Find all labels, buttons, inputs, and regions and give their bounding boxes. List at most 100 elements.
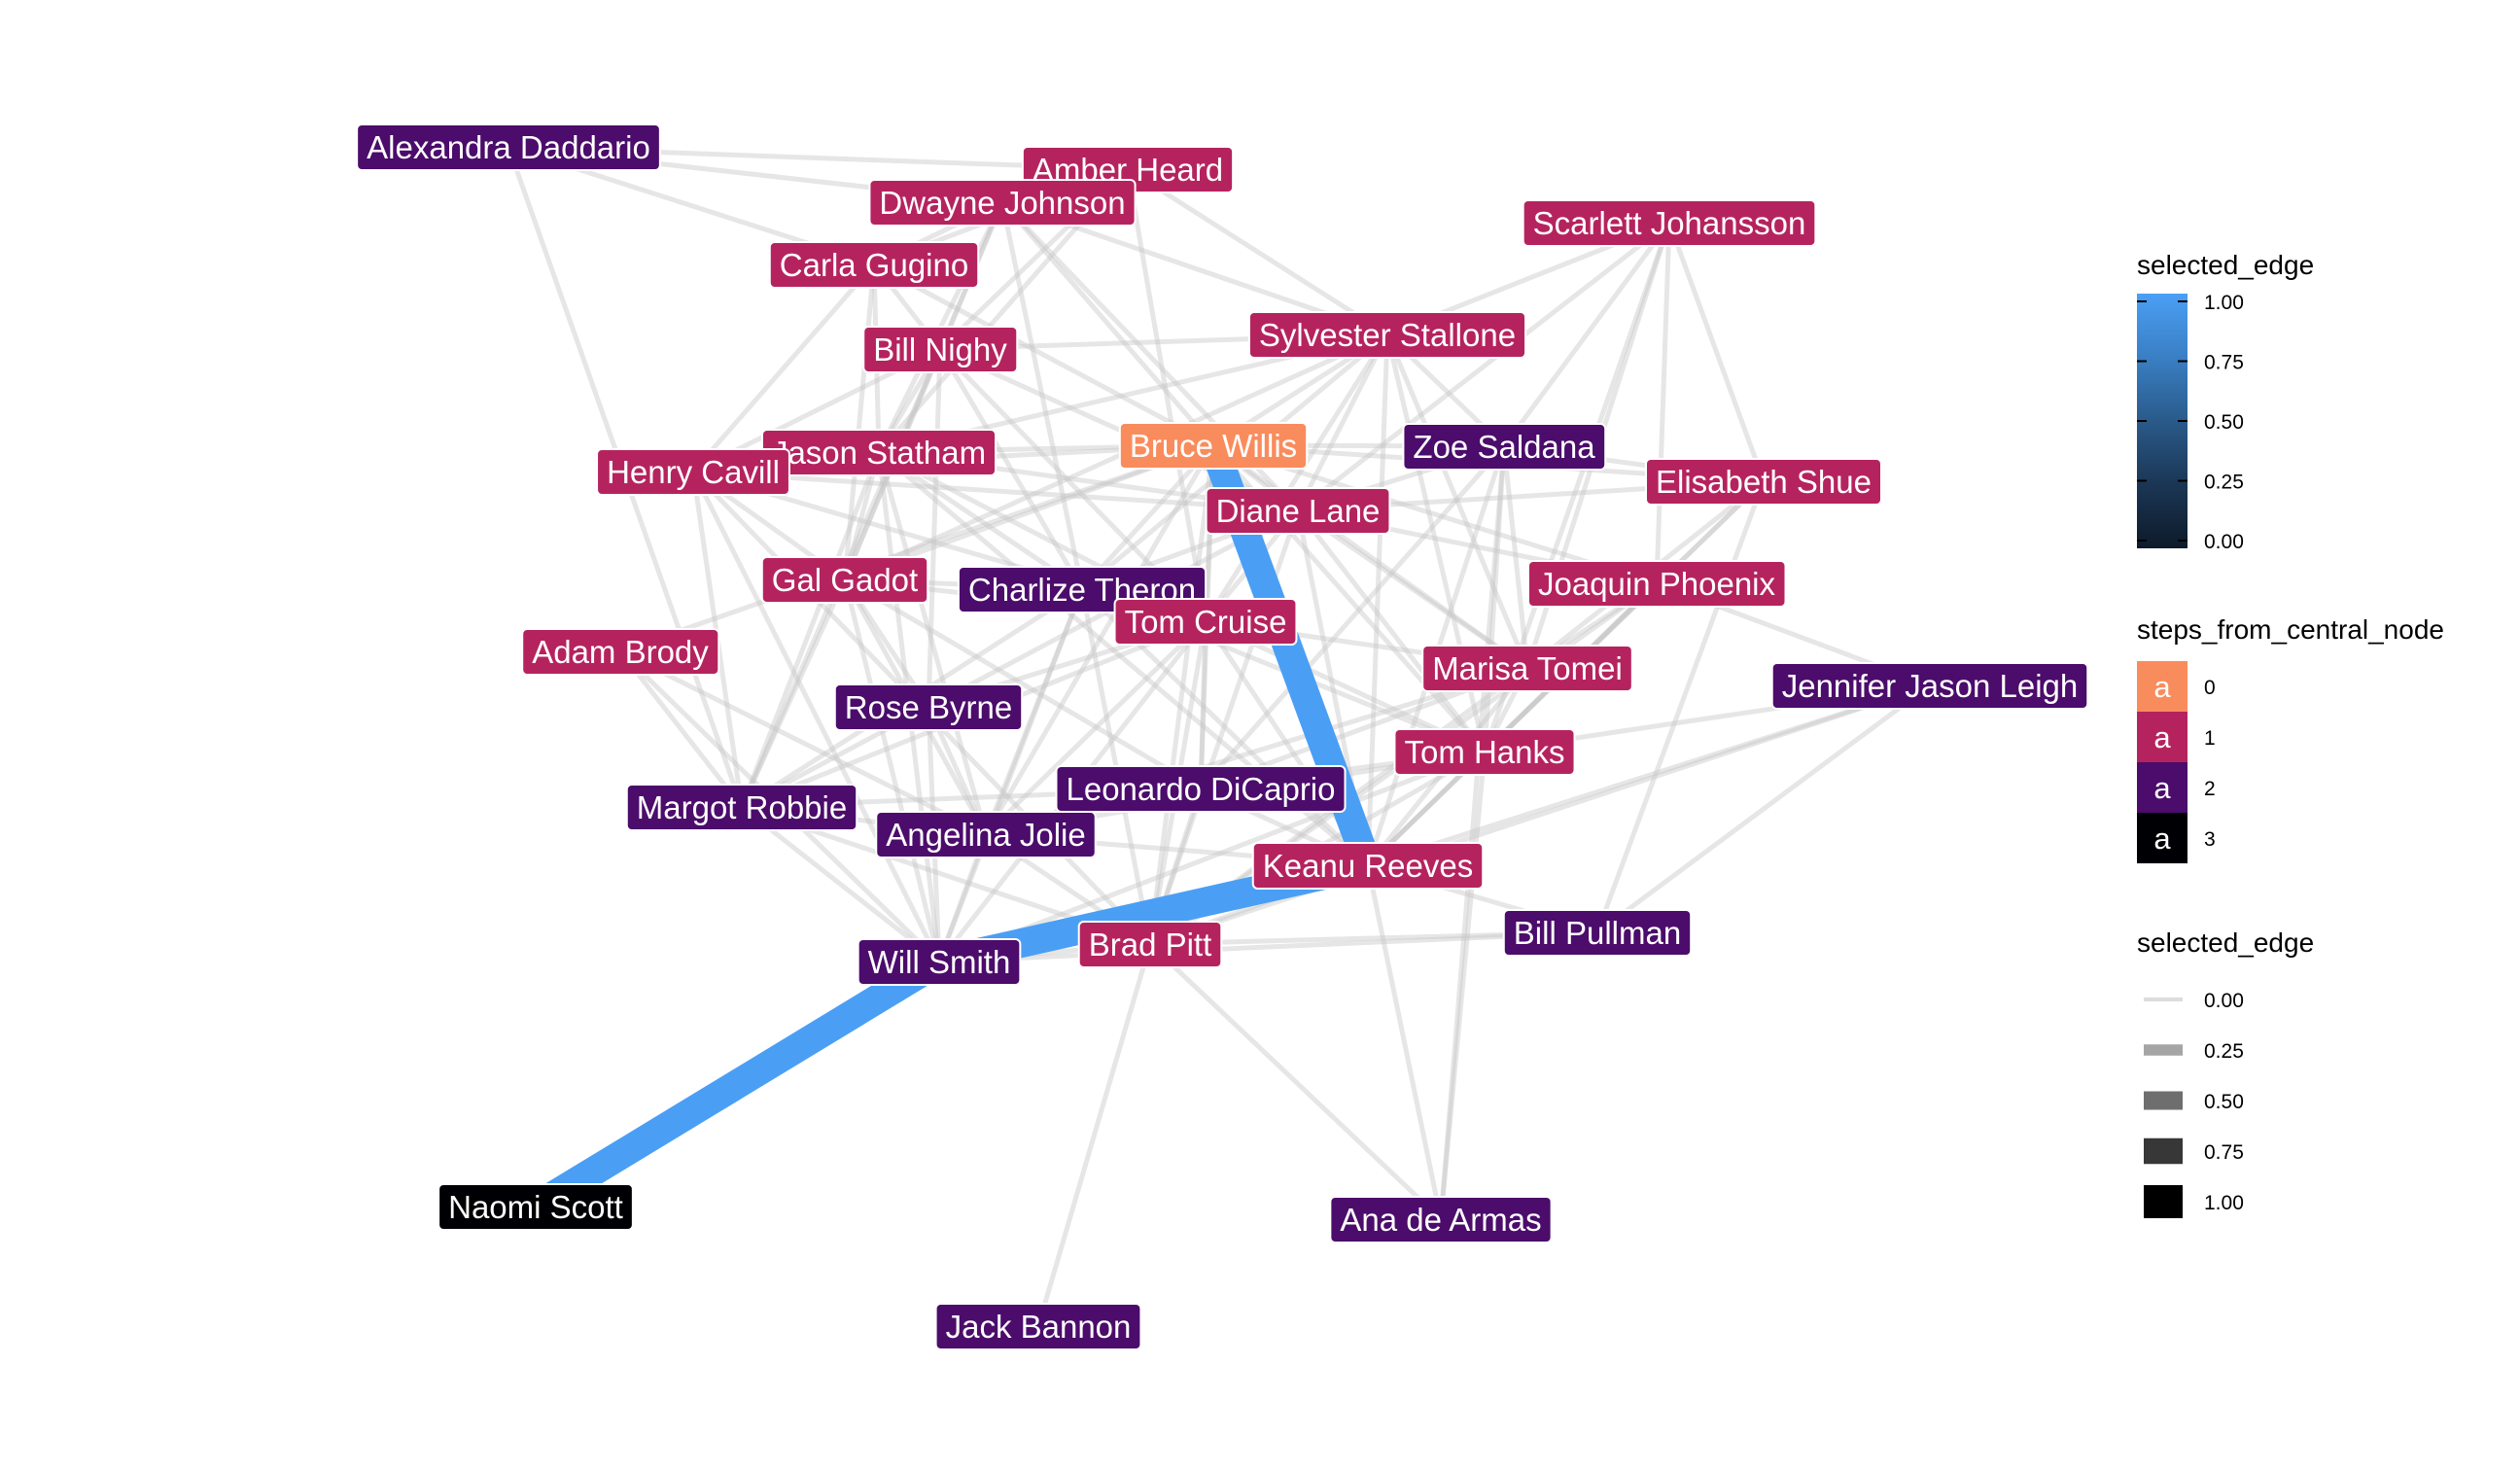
node-naomi-scott[interactable]: Naomi Scott xyxy=(438,1183,634,1231)
node-label: Alexandra Daddario xyxy=(367,129,650,165)
node-jennifer-jason-leigh[interactable]: Jennifer Jason Leigh xyxy=(1770,662,2089,710)
node-label-box xyxy=(1205,487,1391,535)
steps-key-label: 3 xyxy=(2204,828,2216,851)
node-label-box xyxy=(1118,422,1309,470)
edge-jennifer-jason-leigh-brad-pitt xyxy=(1149,682,1931,947)
node-marisa-tomei[interactable]: Marisa Tomei xyxy=(1421,645,1633,692)
node-label-box xyxy=(1421,645,1633,692)
edge-sylvester-stallone-marisa-tomei xyxy=(1384,333,1530,669)
node-leonardo-dicaprio[interactable]: Leonardo DiCaprio xyxy=(1055,765,1347,813)
edge-adam-brody-angelina-jolie xyxy=(618,648,988,837)
node-label: Keanu Reeves xyxy=(1263,848,1473,884)
node-keanu-reeves[interactable]: Keanu Reeves xyxy=(1251,842,1485,890)
node-label: Scarlett Johansson xyxy=(1533,205,1806,241)
node-adam-brody[interactable]: Adam Brody xyxy=(521,628,720,676)
node-rose-byrne[interactable]: Rose Byrne xyxy=(833,683,1024,731)
width-key-label: 0.75 xyxy=(2204,1141,2244,1164)
node-bill-pullman[interactable]: Bill Pullman xyxy=(1502,909,1693,957)
node-label: Rose Byrne xyxy=(845,689,1012,725)
node-margot-robbie[interactable]: Margot Robbie xyxy=(625,784,858,831)
edge-will-smith-naomi-scott xyxy=(528,949,947,1219)
node-label-box xyxy=(596,448,790,496)
node-label-box xyxy=(768,241,980,289)
edge-bill-nighy-rose-byrne xyxy=(926,348,943,708)
node-brad-pitt[interactable]: Brad Pitt xyxy=(1077,921,1223,968)
node-henry-cavill[interactable]: Henry Cavill xyxy=(596,448,790,496)
width-key-swatch xyxy=(2144,1138,2183,1165)
color-legend-ticks: 1.000.750.500.250.00 xyxy=(2137,292,2244,553)
color-tick-label: 0.00 xyxy=(2204,531,2244,553)
node-label: Leonardo DiCaprio xyxy=(1066,771,1335,807)
node-joaquin-phoenix[interactable]: Joaquin Phoenix xyxy=(1526,560,1787,608)
node-will-smith[interactable]: Will Smith xyxy=(857,938,1022,986)
edge-sylvester-stallone-tom-cruise xyxy=(1203,332,1390,623)
node-tom-hanks[interactable]: Tom Hanks xyxy=(1393,728,1576,776)
node-label: Zoe Saldana xyxy=(1413,429,1595,465)
edge-carla-gugino-henry-cavill xyxy=(691,262,876,473)
edge-zoe-saldana-leonardo-dicaprio xyxy=(1199,444,1506,790)
node-carla-gugino[interactable]: Carla Gugino xyxy=(768,241,980,289)
node-angelina-jolie[interactable]: Angelina Jolie xyxy=(875,811,1097,858)
node-elisabeth-shue[interactable]: Elisabeth Shue xyxy=(1645,458,1882,506)
node-jack-bannon[interactable]: Jack Bannon xyxy=(934,1303,1142,1350)
edge-zoe-saldana-marisa-tomei xyxy=(1501,445,1530,669)
edge-scarlett-johansson-diane-lane xyxy=(1296,221,1671,512)
node-diane-lane[interactable]: Diane Lane xyxy=(1205,487,1391,535)
node-label: Ana de Armas xyxy=(1340,1202,1541,1238)
node-ana-de-armas[interactable]: Ana de Armas xyxy=(1329,1196,1553,1243)
edge-brad-pitt-ana-de-armas xyxy=(1148,942,1443,1221)
node-label-box xyxy=(862,326,1019,373)
node-label: Diane Lane xyxy=(1216,493,1381,529)
edge-jason-statham-margot-robbie xyxy=(739,451,882,808)
steps-key-swatch xyxy=(2137,712,2188,762)
node-bruce-willis[interactable]: Bruce Willis xyxy=(1118,422,1309,470)
node-label-box xyxy=(1113,598,1298,646)
node-scarlett-johansson[interactable]: Scarlett Johansson xyxy=(1522,199,1817,247)
edge-will-smith-bill-pullman xyxy=(938,929,1598,964)
edge-bruce-willis-marisa-tomei xyxy=(1211,442,1529,671)
color-legend-title: selected_edge xyxy=(2137,250,2314,280)
edge-gal-gadot-leonardo-dicaprio xyxy=(843,577,1203,791)
steps-key-label: 1 xyxy=(2204,727,2216,750)
node-alexandra-daddario[interactable]: Alexandra Daddario xyxy=(356,123,661,171)
node-gal-gadot[interactable]: Gal Gadot xyxy=(760,556,929,604)
node-zoe-saldana[interactable]: Zoe Saldana xyxy=(1402,423,1607,471)
node-jason-statham[interactable]: Jason Statham xyxy=(760,429,998,476)
node-label: Jason Statham xyxy=(772,435,986,471)
node-sylvester-stallone[interactable]: Sylvester Stallone xyxy=(1247,311,1527,359)
width-key-swatch xyxy=(2144,1044,2183,1056)
edge-zoe-saldana-ana-de-armas xyxy=(1438,445,1507,1220)
node-label: Bruce Willis xyxy=(1130,428,1297,464)
edge-bruce-willis-adam-brody xyxy=(619,442,1214,654)
edge-henry-cavill-will-smith xyxy=(690,470,942,963)
color-tick-label: 0.25 xyxy=(2204,472,2244,494)
node-label: Jack Bannon xyxy=(946,1309,1132,1345)
edge-elisabeth-shue-bill-pullman xyxy=(1594,480,1767,933)
edge-tom-hanks-ana-de-armas xyxy=(1438,751,1488,1220)
node-label: Will Smith xyxy=(868,944,1011,980)
node-label-box xyxy=(1502,909,1693,957)
node-label-box xyxy=(1077,921,1223,968)
node-label: Naomi Scott xyxy=(448,1189,623,1225)
edge-dwayne-johnson-charlize-theron xyxy=(999,201,1085,590)
steps-legend-title: steps_from_central_node xyxy=(2137,614,2444,645)
color-tick-label: 0.75 xyxy=(2204,352,2244,374)
steps-key-swatch xyxy=(2137,813,2188,863)
node-bill-nighy[interactable]: Bill Nighy xyxy=(862,326,1019,373)
node-dwayne-johnson[interactable]: Dwayne Johnson xyxy=(868,179,1137,227)
width-key-label: 0.25 xyxy=(2204,1040,2244,1063)
node-label: Bill Nighy xyxy=(873,332,1007,368)
edge-scarlett-johansson-elisabeth-shue xyxy=(1666,222,1767,482)
color-tick-label: 1.00 xyxy=(2204,292,2244,314)
steps-key-swatch xyxy=(2137,661,2188,712)
node-label: Henry Cavill xyxy=(607,454,780,490)
node-label-box xyxy=(857,938,1022,986)
node-label-box xyxy=(760,556,929,604)
node-label-box xyxy=(868,179,1137,227)
edge-zoe-saldana-tom-hanks xyxy=(1482,445,1507,752)
node-label: Tom Cruise xyxy=(1125,604,1287,640)
node-tom-cruise[interactable]: Tom Cruise xyxy=(1113,598,1298,646)
edge-diane-lane-tom-hanks xyxy=(1296,508,1487,753)
width-legend-title: selected_edge xyxy=(2137,928,2314,958)
